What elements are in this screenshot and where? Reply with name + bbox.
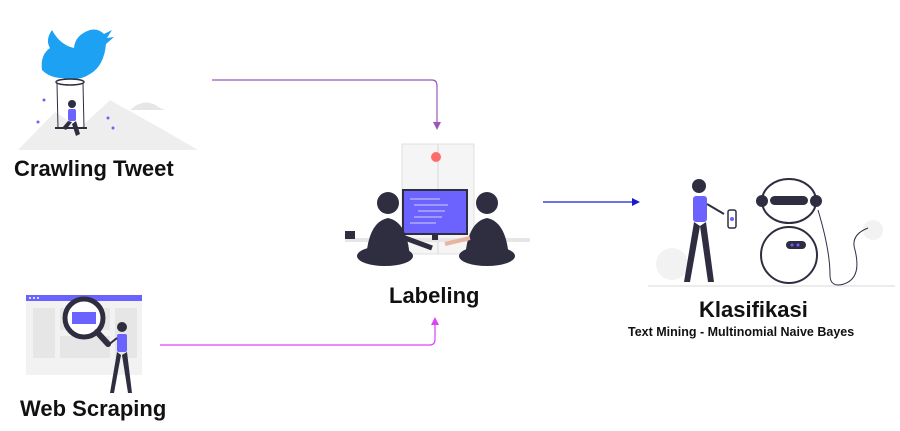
edge-labeling-arrowhead bbox=[632, 198, 640, 206]
node-label-labeling: Labeling bbox=[389, 283, 480, 308]
edge-crawling-to-labeling bbox=[212, 79, 438, 128]
magnifier-webpage-icon bbox=[26, 295, 142, 393]
node-label-crawling-tweet: Crawling Tweet bbox=[14, 156, 174, 181]
twitter-bird-swing-icon bbox=[18, 29, 198, 150]
node-label-web-scraping: Web Scraping bbox=[20, 396, 167, 421]
edge-crawling-arrowhead bbox=[433, 122, 441, 130]
woman-with-robot-icon bbox=[648, 178, 895, 287]
edge-scraping-to-labeling bbox=[160, 322, 436, 346]
edge-scraping-arrowhead bbox=[431, 317, 439, 325]
node-sublabel-klasifikasi: Text Mining - Multinomial Naive Bayes bbox=[628, 325, 855, 339]
node-label-klasifikasi: Klasifikasi bbox=[699, 297, 808, 322]
people-at-computer-icon bbox=[345, 143, 530, 266]
